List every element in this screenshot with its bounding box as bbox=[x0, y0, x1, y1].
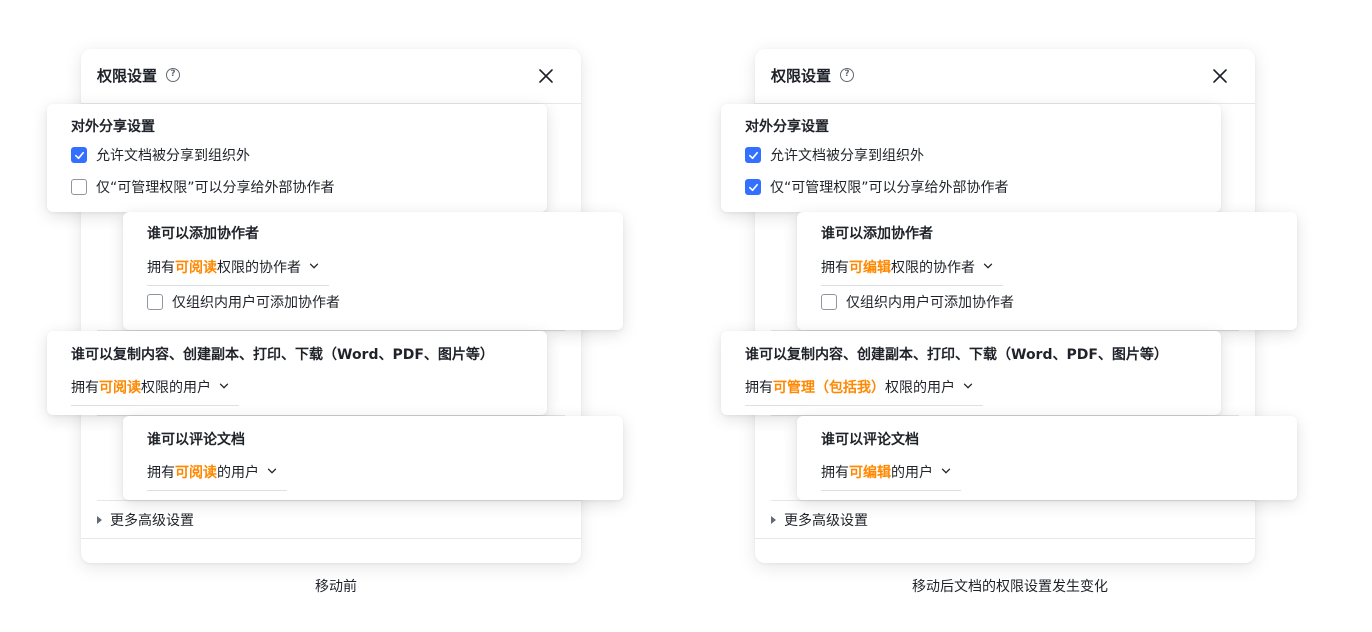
chevron-down-icon bbox=[267, 468, 277, 474]
manage-only-checkbox[interactable] bbox=[745, 179, 761, 195]
panel-header: 权限设置 ? bbox=[81, 49, 581, 104]
comment-title: 谁可以评论文档 bbox=[147, 432, 245, 448]
add-collab-title: 谁可以添加协作者 bbox=[147, 226, 259, 242]
copy-dropdown[interactable]: 拥有可阅读权限的用户 bbox=[71, 377, 239, 406]
checkmark-icon bbox=[74, 151, 84, 159]
dropdown-highlight: 可阅读 bbox=[175, 260, 217, 276]
divider bbox=[771, 330, 1239, 331]
divider bbox=[81, 538, 581, 539]
caret-right-icon bbox=[97, 516, 102, 524]
more-advanced-label: 更多高级设置 bbox=[784, 513, 868, 529]
add-collab-card: 谁可以添加协作者 拥有可阅读权限的协作者 仅组织内用户可添加协作者 bbox=[123, 212, 623, 330]
dropdown-highlight: 可编辑 bbox=[849, 260, 891, 276]
chevron-down-icon bbox=[963, 383, 973, 389]
question-circle-icon[interactable]: ? bbox=[840, 68, 854, 82]
chevron-down-icon bbox=[983, 263, 993, 269]
org-only-option[interactable]: 仅组织内用户可添加协作者 bbox=[147, 292, 340, 312]
divider bbox=[755, 538, 1255, 539]
allow-share-label: 允许文档被分享到组织外 bbox=[770, 148, 924, 164]
dropdown-prefix: 拥有 bbox=[147, 465, 175, 481]
org-only-label: 仅组织内用户可添加协作者 bbox=[172, 295, 340, 311]
more-advanced-settings[interactable]: 更多高级设置 bbox=[771, 510, 868, 530]
panel-header: 权限设置 ? bbox=[755, 49, 1255, 104]
org-only-label: 仅组织内用户可添加协作者 bbox=[846, 295, 1014, 311]
external-share-title: 对外分享设置 bbox=[745, 119, 829, 135]
caret-right-icon bbox=[771, 516, 776, 524]
dropdown-highlight: 可阅读 bbox=[175, 465, 217, 481]
more-advanced-label: 更多高级设置 bbox=[110, 513, 194, 529]
manage-only-option[interactable]: 仅“可管理权限”可以分享给外部协作者 bbox=[745, 177, 1009, 197]
allow-share-checkbox[interactable] bbox=[71, 147, 87, 163]
dropdown-prefix: 拥有 bbox=[745, 380, 773, 396]
external-share-card: 对外分享设置 允许文档被分享到组织外 仅“可管理权限”可以分享给外部协作者 bbox=[721, 104, 1221, 212]
divider bbox=[771, 500, 1255, 501]
dropdown-suffix: 权限的协作者 bbox=[891, 260, 975, 276]
add-collab-dropdown[interactable]: 拥有可编辑权限的协作者 bbox=[821, 257, 1003, 286]
org-only-checkbox[interactable] bbox=[821, 294, 837, 310]
manage-only-label: 仅“可管理权限”可以分享给外部协作者 bbox=[770, 180, 1009, 196]
dropdown-prefix: 拥有 bbox=[821, 260, 849, 276]
copy-title: 谁可以复制内容、创建副本、打印、下载（Word、PDF、图片等） bbox=[71, 347, 494, 363]
copy-card: 谁可以复制内容、创建副本、打印、下载（Word、PDF、图片等） 拥有可管理（包… bbox=[721, 331, 1221, 415]
copy-card: 谁可以复制内容、创建副本、打印、下载（Word、PDF、图片等） 拥有可阅读权限… bbox=[47, 331, 547, 415]
dropdown-highlight: 可阅读 bbox=[99, 380, 141, 396]
caption-before: 移动前 bbox=[315, 579, 357, 595]
comment-card: 谁可以评论文档 拥有可阅读的用户 bbox=[123, 416, 623, 500]
dropdown-highlight: 可管理（包括我） bbox=[773, 380, 885, 396]
allow-share-checkbox[interactable] bbox=[745, 147, 761, 163]
dropdown-suffix: 权限的用户 bbox=[141, 380, 211, 396]
dropdown-suffix: 权限的用户 bbox=[885, 380, 955, 396]
add-collab-dropdown[interactable]: 拥有可阅读权限的协作者 bbox=[147, 257, 329, 286]
chevron-down-icon bbox=[941, 468, 951, 474]
divider bbox=[97, 500, 581, 501]
divider bbox=[97, 330, 565, 331]
external-share-card: 对外分享设置 允许文档被分享到组织外 仅“可管理权限”可以分享给外部协作者 bbox=[47, 104, 547, 212]
dropdown-prefix: 拥有 bbox=[821, 465, 849, 481]
more-advanced-settings[interactable]: 更多高级设置 bbox=[97, 510, 194, 530]
comment-title: 谁可以评论文档 bbox=[821, 432, 919, 448]
manage-only-label: 仅“可管理权限”可以分享给外部协作者 bbox=[96, 180, 335, 196]
comment-card: 谁可以评论文档 拥有可编辑的用户 bbox=[797, 416, 1297, 500]
manage-only-option[interactable]: 仅“可管理权限”可以分享给外部协作者 bbox=[71, 177, 335, 197]
copy-title: 谁可以复制内容、创建副本、打印、下载（Word、PDF、图片等） bbox=[745, 347, 1168, 363]
external-share-title: 对外分享设置 bbox=[71, 119, 155, 135]
caption-after: 移动后文档的权限设置发生变化 bbox=[912, 579, 1108, 595]
allow-share-label: 允许文档被分享到组织外 bbox=[96, 148, 250, 164]
allow-share-option[interactable]: 允许文档被分享到组织外 bbox=[71, 145, 250, 165]
add-collab-title: 谁可以添加协作者 bbox=[821, 226, 933, 242]
dropdown-suffix: 的用户 bbox=[217, 465, 259, 481]
org-only-option[interactable]: 仅组织内用户可添加协作者 bbox=[821, 292, 1014, 312]
checkmark-icon bbox=[748, 151, 758, 159]
question-circle-icon[interactable]: ? bbox=[166, 68, 180, 82]
dropdown-prefix: 拥有 bbox=[147, 260, 175, 276]
panel-title: 权限设置 bbox=[97, 67, 158, 85]
dropdown-highlight: 可编辑 bbox=[849, 465, 891, 481]
divider bbox=[771, 415, 1239, 416]
close-icon[interactable] bbox=[1211, 67, 1229, 85]
dropdown-suffix: 的用户 bbox=[891, 465, 933, 481]
dropdown-suffix: 权限的协作者 bbox=[217, 260, 301, 276]
panel-title: 权限设置 bbox=[771, 67, 832, 85]
org-only-checkbox[interactable] bbox=[147, 294, 163, 310]
dropdown-prefix: 拥有 bbox=[71, 380, 99, 396]
add-collab-card: 谁可以添加协作者 拥有可编辑权限的协作者 仅组织内用户可添加协作者 bbox=[797, 212, 1297, 330]
copy-dropdown[interactable]: 拥有可管理（包括我）权限的用户 bbox=[745, 377, 983, 406]
comment-dropdown[interactable]: 拥有可编辑的用户 bbox=[821, 462, 961, 491]
divider bbox=[97, 415, 565, 416]
comment-dropdown[interactable]: 拥有可阅读的用户 bbox=[147, 462, 287, 491]
allow-share-option[interactable]: 允许文档被分享到组织外 bbox=[745, 145, 924, 165]
chevron-down-icon bbox=[309, 263, 319, 269]
close-icon[interactable] bbox=[537, 67, 555, 85]
chevron-down-icon bbox=[219, 383, 229, 389]
manage-only-checkbox[interactable] bbox=[71, 179, 87, 195]
checkmark-icon bbox=[748, 183, 758, 191]
